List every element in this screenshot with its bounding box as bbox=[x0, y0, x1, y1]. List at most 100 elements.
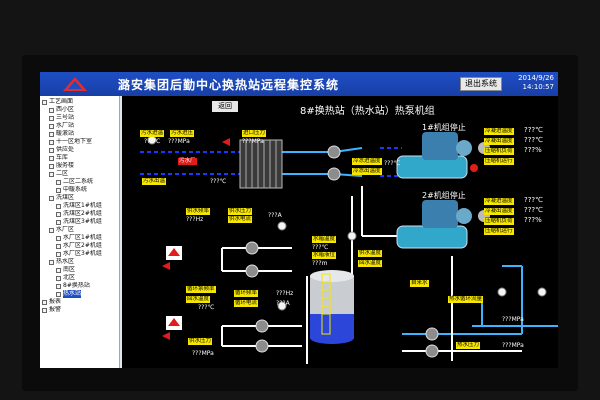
folder-icon bbox=[49, 163, 54, 169]
page-icon bbox=[56, 243, 61, 249]
pumps bbox=[245, 145, 439, 358]
cold-temp-value: ???℃ bbox=[384, 160, 401, 167]
cold-in-temp-label: 冷冻进温度 bbox=[352, 158, 382, 165]
tree-item[interactable]: 北区 bbox=[40, 274, 119, 282]
u2-status-label: 压缩机运行 bbox=[484, 228, 514, 235]
folder-icon bbox=[49, 131, 54, 137]
tree-item[interactable]: 水厂区 bbox=[40, 226, 119, 234]
circ-flow-label: 热水循环流量 bbox=[448, 296, 484, 303]
supply-press2-label: 供水压力 bbox=[188, 338, 213, 345]
tree-item[interactable]: 洗煤区2#机组 bbox=[40, 210, 119, 218]
folder-icon bbox=[49, 259, 54, 265]
tree-item-alarms[interactable]: 报警 bbox=[40, 306, 119, 314]
page-icon bbox=[56, 219, 61, 225]
tree-item-selected[interactable]: 热水站 bbox=[40, 290, 119, 298]
sewage-out-temp-label: 污水出温 bbox=[142, 178, 167, 185]
tank-temp-label: 水箱温度 bbox=[312, 236, 337, 243]
tank-level-value: ???m bbox=[312, 260, 328, 267]
supply-current-label: 供水电流 bbox=[228, 216, 253, 223]
circ-hz-value: ???Hz bbox=[276, 290, 294, 297]
u1-pump-in-unit: ???℃ bbox=[524, 126, 544, 134]
page-icon bbox=[56, 211, 61, 217]
return-water-label: 回水温度 bbox=[358, 260, 383, 267]
tree-item[interactable]: 三号站 bbox=[40, 114, 119, 122]
tree-item[interactable]: 洗煤区 bbox=[40, 194, 119, 202]
u2-load-label: 压缩机负荷 bbox=[484, 218, 514, 225]
tree-item[interactable]: 二区 bbox=[40, 170, 119, 178]
title-bar: 潞安集团后勤中心换热站远程集控系统 退出系统 2014/9/26 14:10:5… bbox=[40, 72, 558, 96]
folder-icon bbox=[49, 171, 54, 177]
sewage-in-press-value: ???MPa bbox=[168, 138, 190, 145]
page-icon bbox=[56, 283, 61, 289]
inlet-press-value: ???MPa bbox=[242, 138, 264, 145]
page-icon bbox=[56, 251, 61, 257]
tree-item[interactable]: 西小区 bbox=[40, 106, 119, 114]
tree-item[interactable]: 二区二系统 bbox=[40, 178, 119, 186]
folder-icon bbox=[42, 307, 47, 313]
gauges bbox=[147, 135, 547, 311]
supply-press-label: 供水压力 bbox=[228, 208, 253, 215]
u2-pump-out-label: 冷凝出温度 bbox=[484, 208, 514, 215]
folder-icon bbox=[49, 107, 54, 113]
exit-button[interactable]: 退出系统 bbox=[460, 77, 502, 91]
unit-1-status-light bbox=[470, 164, 478, 172]
folder-icon bbox=[49, 123, 54, 129]
unit-1-title: 1#机组停止 bbox=[422, 123, 466, 132]
inlet-press-label: 进口压力 bbox=[242, 130, 267, 137]
hot-water-tank bbox=[310, 270, 354, 344]
tree-item[interactable]: 十一区地下室 bbox=[40, 138, 119, 146]
company-logo-icon bbox=[63, 77, 87, 91]
page-icon bbox=[56, 291, 61, 297]
tree-item[interactable]: 水厂区1#机组 bbox=[40, 234, 119, 242]
supply-current-value: ???A bbox=[268, 212, 282, 219]
circ-current-value: ???A bbox=[276, 300, 290, 307]
supply-hz-label: 供水频率 bbox=[186, 208, 211, 215]
folder-icon bbox=[49, 115, 54, 121]
u1-pump-out-label: 冷凝出温度 bbox=[484, 138, 514, 145]
tree-item[interactable]: 水厂区3#机组 bbox=[40, 250, 119, 258]
hot-press-value: ???MPa bbox=[502, 342, 524, 349]
process-panel: 返回 8#换热站（热水站）热泵机组 1#机组停止 2#机组停止 污水进温 污水进… bbox=[122, 96, 558, 368]
folder-icon bbox=[42, 99, 47, 105]
tree-item-reports[interactable]: 报表 bbox=[40, 298, 119, 306]
folder-icon bbox=[49, 139, 54, 145]
page-icon bbox=[56, 275, 61, 281]
folder-icon bbox=[49, 227, 54, 233]
circ-current-label: 循环电流 bbox=[234, 300, 259, 307]
tree-item[interactable]: 服务楼 bbox=[40, 162, 119, 170]
process-diagram bbox=[140, 132, 558, 364]
u1-load-label: 压缩机负荷 bbox=[484, 148, 514, 155]
tree-item[interactable]: 车库 bbox=[40, 154, 119, 162]
u2-load-unit: ???% bbox=[524, 216, 542, 224]
sewage-out-value: ???℃ bbox=[210, 178, 227, 185]
water-supply-label: 供水温度 bbox=[358, 250, 383, 257]
tree-item-process[interactable]: 工艺画面 bbox=[40, 98, 119, 106]
circ-flow-value: ???MPa bbox=[502, 316, 524, 323]
tree-item[interactable]: 洗煤区1#机组 bbox=[40, 202, 119, 210]
circ-hz-label: 循环频率 bbox=[234, 290, 259, 297]
tank-temp-value: ???℃ bbox=[312, 244, 329, 251]
u2-pump-out-unit: ???℃ bbox=[524, 206, 544, 214]
sewage-in-temp-value: ???℃ bbox=[144, 138, 161, 145]
plate-heat-exchanger bbox=[239, 139, 283, 189]
sewage-in-press-label: 污水进压 bbox=[170, 130, 195, 137]
tree-item[interactable]: 洗煤区3#机组 bbox=[40, 218, 119, 226]
tree-item[interactable]: 水厂区2#机组 bbox=[40, 242, 119, 250]
tree-item[interactable]: 热水区 bbox=[40, 258, 119, 266]
back-button[interactable]: 返回 bbox=[212, 101, 238, 112]
tree-item[interactable]: 供应处 bbox=[40, 146, 119, 154]
supply-press2-value: ???MPa bbox=[192, 350, 214, 357]
tree-item[interactable]: 8#换热站 bbox=[40, 282, 119, 290]
heat-pump-unit-2 bbox=[396, 200, 490, 249]
tree-item[interactable]: 水厂站 bbox=[40, 122, 119, 130]
tank-level-label: 水箱液位 bbox=[312, 252, 337, 259]
tree-item[interactable]: 中暖系统 bbox=[40, 186, 119, 194]
sewage-in-temp-label: 污水进温 bbox=[140, 130, 165, 137]
folder-icon bbox=[49, 195, 54, 201]
u1-load-unit: ???% bbox=[524, 146, 542, 154]
tree-item[interactable]: 暖滚站 bbox=[40, 130, 119, 138]
tree-item[interactable]: 南区 bbox=[40, 266, 119, 274]
hot-press-label: 热水压力 bbox=[456, 342, 481, 349]
warning-sign-icon bbox=[166, 246, 182, 330]
folder-icon bbox=[42, 299, 47, 305]
